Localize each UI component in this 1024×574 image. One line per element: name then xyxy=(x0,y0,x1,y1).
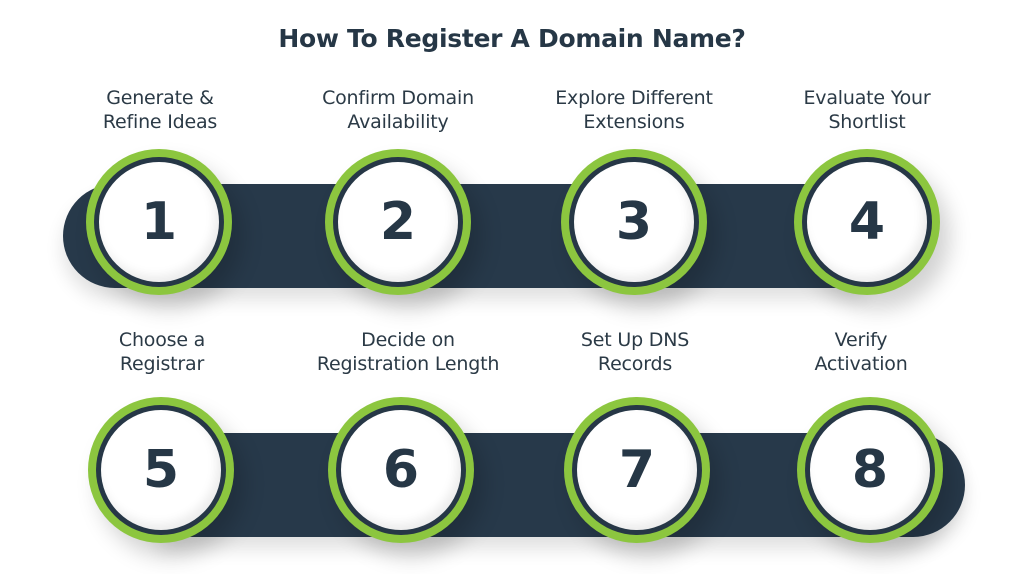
step-5-number: 5 xyxy=(142,440,180,500)
step-3-label: Explore Different Extensions xyxy=(519,86,749,134)
step-6-circle: 6 xyxy=(328,397,474,543)
step-5-label-line2: Registrar xyxy=(119,353,205,375)
step-7-label: Set Up DNS Records xyxy=(520,328,750,376)
step-1-label-line2: Refine Ideas xyxy=(102,111,218,133)
step-1-number: 1 xyxy=(140,192,178,252)
step-5-label-line1: Choose a xyxy=(118,329,206,351)
step-2-label: Confirm Domain Availability xyxy=(283,86,513,134)
step-4-label: Evaluate Your Shortlist xyxy=(752,86,982,134)
step-5-circle: 5 xyxy=(88,397,234,543)
step-8-label: Verify Activation xyxy=(746,328,976,376)
step-6-number: 6 xyxy=(382,440,420,500)
page-title: How To Register A Domain Name? xyxy=(278,24,746,53)
step-4-circle: 4 xyxy=(794,149,940,295)
step-7-label-line2: Records xyxy=(597,353,673,375)
step-2-circle: 2 xyxy=(325,149,471,295)
step-7-label-line1: Set Up DNS xyxy=(580,329,690,351)
step-1-label: Generate & Refine Ideas xyxy=(45,86,275,134)
step-1-label-line1: Generate & xyxy=(106,87,214,109)
step-3-number: 3 xyxy=(615,192,653,252)
step-8-circle: 8 xyxy=(797,397,943,543)
step-4-label-line1: Evaluate Your xyxy=(803,87,931,109)
step-6-label-line1: Decide on xyxy=(361,329,455,351)
step-6-label: Decide on Registration Length xyxy=(293,328,523,376)
step-8-number: 8 xyxy=(851,440,889,500)
step-4-number: 4 xyxy=(848,192,886,252)
step-3-label-line2: Extensions xyxy=(583,111,685,133)
step-3-label-line1: Explore Different xyxy=(555,87,713,109)
step-5-label: Choose a Registrar xyxy=(47,328,277,376)
step-7-circle: 7 xyxy=(564,397,710,543)
step-8-label-line2: Activation xyxy=(814,353,908,375)
step-3-circle: 3 xyxy=(561,149,707,295)
step-6-label-line2: Registration Length xyxy=(316,353,500,375)
step-4-label-line2: Shortlist xyxy=(828,111,906,133)
step-1-circle: 1 xyxy=(86,149,232,295)
step-2-label-line2: Availability xyxy=(347,111,449,133)
step-2-number: 2 xyxy=(379,192,417,252)
step-2-label-line1: Confirm Domain xyxy=(322,87,474,109)
step-7-number: 7 xyxy=(618,440,656,500)
step-8-label-line1: Verify xyxy=(834,329,888,351)
